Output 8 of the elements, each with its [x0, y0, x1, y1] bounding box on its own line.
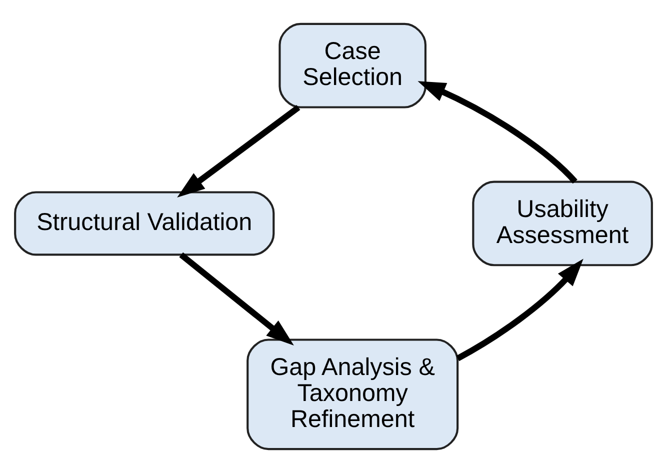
node-box: Structural Validation [14, 191, 275, 256]
node-box: Gap Analysis & Taxonomy Refinement [246, 338, 459, 450]
arrow [418, 81, 578, 184]
arrow [456, 258, 584, 362]
arrow [179, 252, 294, 346]
node-box: Usability Assessment [472, 180, 653, 266]
node-box: Case Selection [278, 22, 426, 108]
arrow [177, 105, 300, 198]
